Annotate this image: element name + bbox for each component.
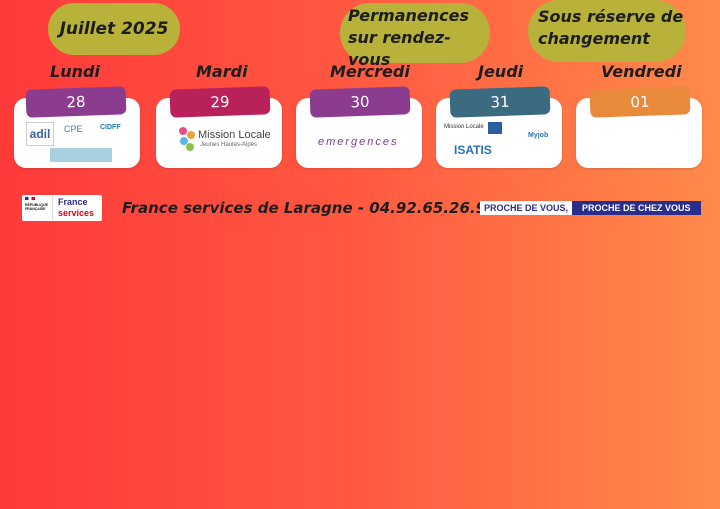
permanences-line-1: Permanences bbox=[348, 6, 469, 25]
slogan-part-2: PROCHE DE CHEZ VOUS bbox=[572, 201, 701, 215]
slogan-banner: PROCHE DE VOUS, PROCHE DE CHEZ VOUS bbox=[480, 201, 701, 215]
date-badge: 01 bbox=[589, 86, 691, 118]
emergences-logo: emergences bbox=[318, 136, 399, 148]
day-name: Lundi bbox=[50, 62, 100, 81]
mission-locale-logo: Mission Locale bbox=[198, 129, 271, 141]
permanences-line-2: sur rendez-vous bbox=[348, 28, 451, 69]
partner-icon bbox=[488, 122, 502, 134]
date-number: 28 bbox=[66, 92, 86, 112]
reserve-badge: Sous réserve de changement bbox=[528, 0, 686, 62]
date-number: 31 bbox=[490, 92, 510, 112]
date-number: 29 bbox=[210, 92, 230, 112]
date-badge: 31 bbox=[449, 86, 551, 118]
page-title: Juillet 2025 bbox=[59, 19, 169, 39]
slogan-part-1: PROCHE DE VOUS, bbox=[480, 201, 573, 215]
cpe-logo: CPE bbox=[64, 124, 83, 134]
mission-locale-icon bbox=[179, 127, 195, 151]
mission-locale-sub: Jeunes Hautes-Alpes bbox=[200, 142, 258, 148]
myjob-logo: Myjob bbox=[528, 132, 549, 139]
reserve-line-1: Sous réserve de bbox=[538, 7, 684, 26]
cidff-logo: CIDFF bbox=[100, 124, 121, 131]
day-name: Vendredi bbox=[601, 62, 682, 81]
permanences-badge: Permanences sur rendez-vous bbox=[340, 3, 490, 69]
day-name: Mercredi bbox=[330, 62, 410, 81]
france-label: France bbox=[58, 197, 88, 207]
reserve-line-2: changement bbox=[538, 29, 650, 48]
date-badge: 30 bbox=[309, 86, 411, 118]
title-badge: Juillet 2025 bbox=[48, 3, 180, 55]
day-name: Jeudi bbox=[478, 62, 524, 81]
adil-logo: adil bbox=[26, 122, 54, 146]
mission-locale-logo: Mission Locale bbox=[444, 124, 484, 130]
services-label: services bbox=[58, 208, 95, 218]
contact-line: France services de Laragne - 04.92.65.26… bbox=[122, 199, 497, 217]
isatis-logo: ISATIS bbox=[454, 143, 492, 157]
date-badge: 29 bbox=[169, 86, 271, 118]
date-number: 30 bbox=[350, 92, 370, 112]
date-number: 01 bbox=[630, 92, 650, 112]
divider bbox=[52, 196, 53, 220]
date-badge: 28 bbox=[25, 86, 127, 118]
day-name: Mardi bbox=[196, 62, 248, 81]
flag-icon bbox=[25, 197, 35, 200]
partner-image bbox=[50, 148, 112, 162]
